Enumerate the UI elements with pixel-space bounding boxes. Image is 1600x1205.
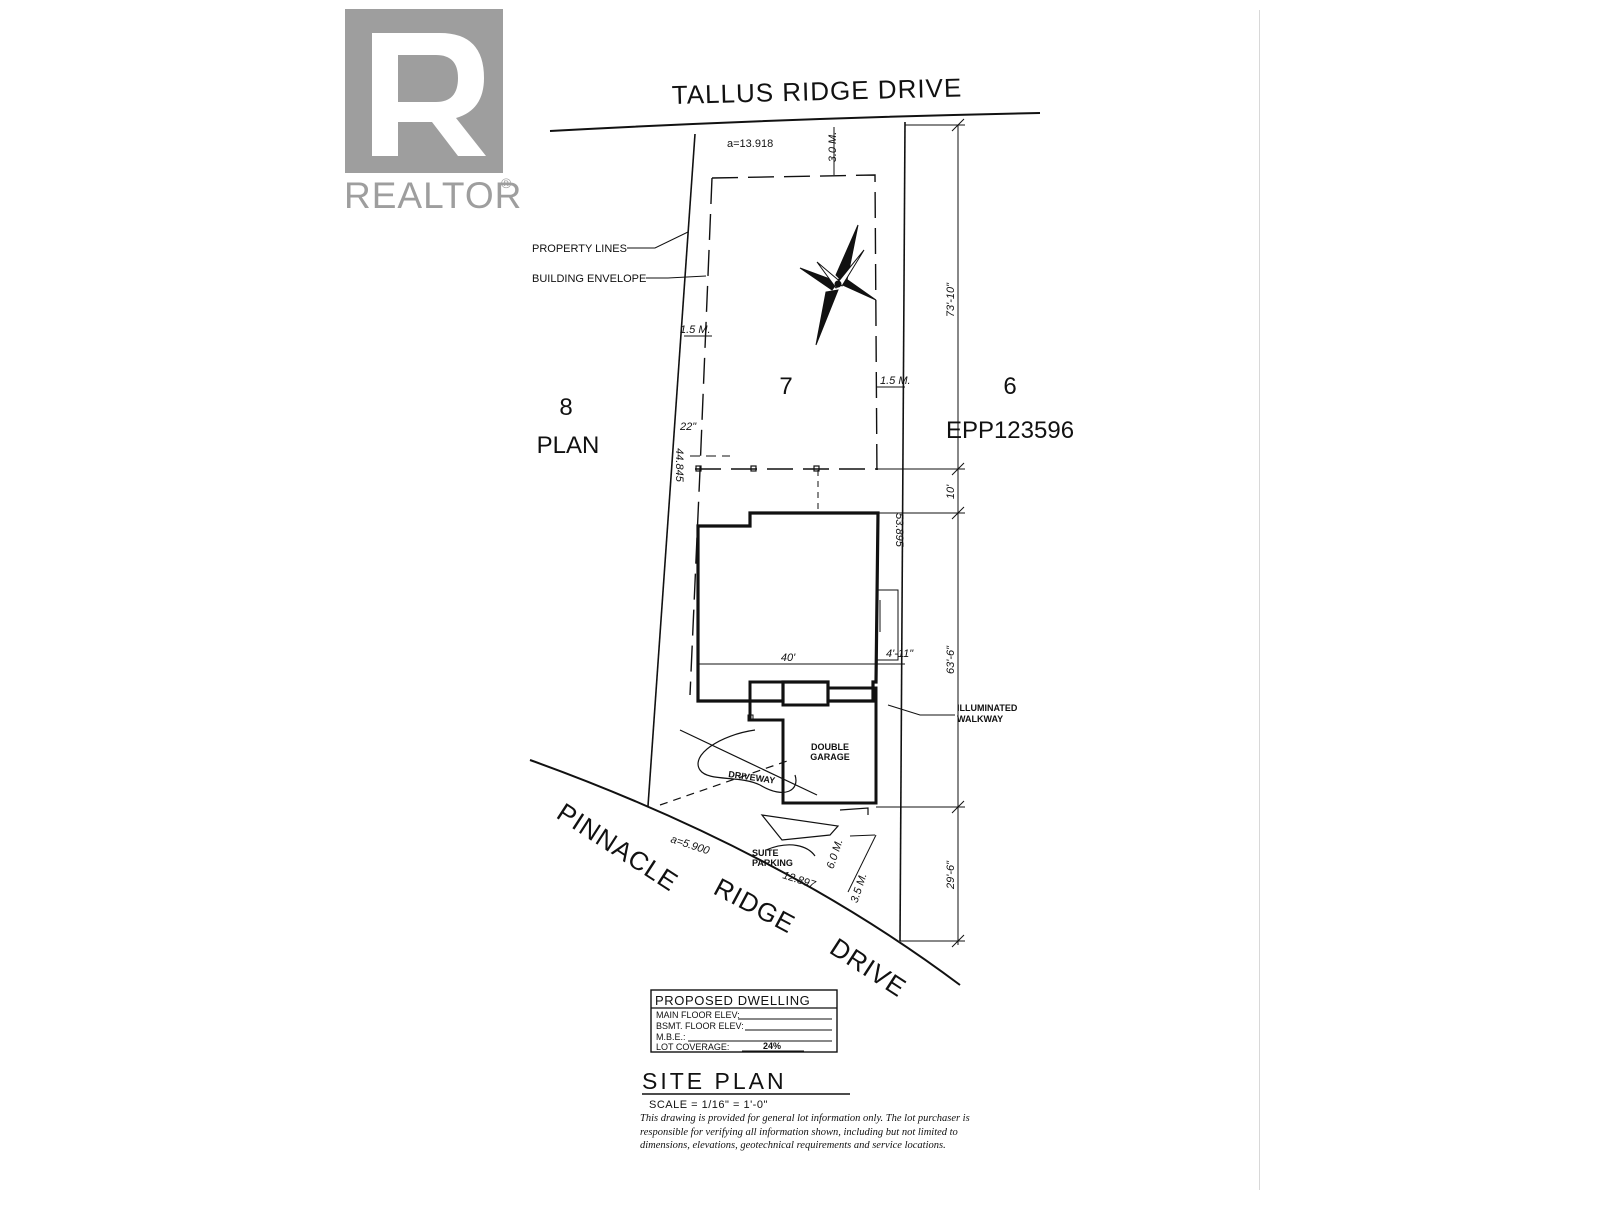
table-row-label: LOT COVERAGE: [656, 1042, 729, 1052]
north-arrow-icon [799, 224, 877, 346]
page-edge-line [1259, 10, 1260, 1190]
label-garage: GARAGE [810, 752, 850, 762]
site-plan-title: SITE PLAN [642, 1068, 787, 1094]
driveway [659, 729, 818, 806]
building-envelope [689, 174, 878, 696]
plan-number: EPP123596 [946, 417, 1074, 444]
dim-east-side: 53.895 [893, 513, 905, 548]
label-parking: PARKING [752, 858, 793, 868]
pinnacle-ridge-curb [529, 759, 961, 986]
callout-illuminated: ILLUMINATED [957, 703, 1018, 713]
site-plan-scale: SCALE = 1/16" = 1'-0" [649, 1099, 768, 1111]
dim-east-gap: 4'-11" [886, 648, 914, 660]
tallus-ridge-curb [549, 112, 1041, 132]
house-footprint [696, 511, 880, 703]
label-suite: SUITE [752, 848, 779, 858]
dim-right-front: 29'-6" [945, 860, 957, 890]
registered-mark: ® [501, 175, 512, 191]
dim-garage-setback: 6.0 M. [825, 838, 846, 871]
table-row-label: MAIN FLOOR ELEV: [656, 1010, 740, 1020]
lot-number-subject: 7 [779, 373, 792, 400]
dim-front-setback: 3.0 M. [827, 132, 839, 163]
dim-arc-south: a=5.900 [669, 833, 712, 857]
callout-walkway: WALKWAY [957, 714, 1003, 724]
right-dimension-string [876, 118, 965, 948]
lot-coverage-value: 24% [763, 1041, 781, 1051]
label-double: DOUBLE [811, 742, 849, 752]
dim-west-offset: 22" [679, 421, 697, 433]
dim-front-setback-south: 3.5 M. [849, 872, 870, 905]
lot-number-east: 6 [1003, 373, 1016, 400]
disclaimer-text: This drawing is provided for general lot… [640, 1113, 970, 1151]
dim-west-setback: 1.5 M. [680, 324, 711, 336]
plan-label: PLAN [537, 432, 600, 459]
dim-arc-north: a=13.918 [727, 138, 773, 150]
table-row-label: M.B.E.: [656, 1032, 686, 1042]
dim-right-house: 63'-6" [945, 645, 957, 674]
street-name-north: TALLUS RIDGE DRIVE [671, 72, 962, 110]
table-row-label: BSMT. FLOOR ELEV: [656, 1021, 744, 1031]
table-title: PROPOSED DWELLING [655, 993, 810, 1008]
dim-right-rear: 10' [945, 484, 957, 499]
street-word-pinnacle: PINNACLE [552, 797, 684, 897]
dim-west-side: 44.845 [673, 448, 685, 483]
dim-house-width: 40' [781, 652, 796, 664]
property-lines [647, 121, 906, 942]
dim-right-top: 73'-10" [945, 282, 957, 317]
envelope-posts [695, 465, 820, 472]
realtor-r-logo-icon [345, 9, 503, 173]
lot-number-west: 8 [559, 394, 572, 421]
dim-south-frontage: 12.897 [781, 869, 818, 891]
proposed-dwelling-table: PROPOSED DWELLING MAIN FLOOR ELEV: BSMT.… [650, 989, 838, 1053]
callout-property-lines: PROPERTY LINES [532, 243, 627, 255]
suite-parking [760, 807, 869, 857]
callout-building-envelope: BUILDING ENVELOPE [532, 273, 646, 285]
dim-east-setback: 1.5 M. [880, 375, 911, 387]
realtor-wordmark: REALTOR [344, 175, 522, 216]
